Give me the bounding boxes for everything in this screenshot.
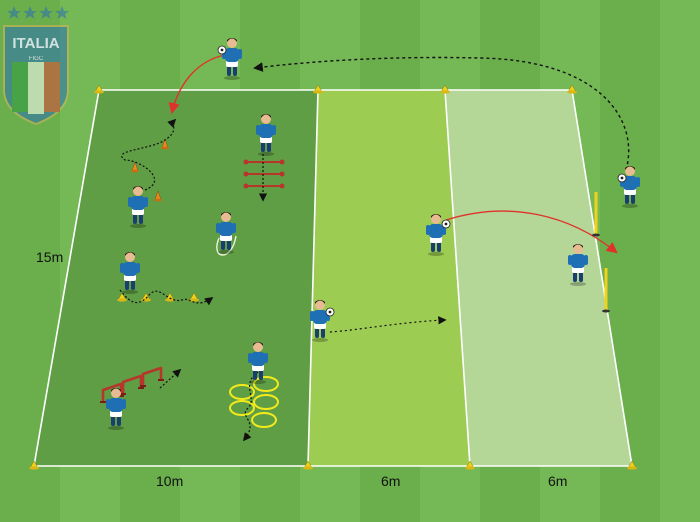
jump-rope-icon xyxy=(216,235,237,256)
pass-arrow-top xyxy=(168,54,226,115)
dimension-zone-b-label: 6m xyxy=(381,473,401,489)
poles xyxy=(592,192,610,313)
ball-icon xyxy=(617,173,627,183)
dimension-height-label: 15m xyxy=(36,249,64,265)
slalom-station xyxy=(121,118,177,202)
agility-ring-icon xyxy=(229,400,255,416)
agility-ring-icon xyxy=(251,412,277,428)
cone-dribble-station xyxy=(116,289,214,306)
dimension-zone-c-label: 6m xyxy=(548,473,568,489)
italia-crest-icon: ITALIA FIGC xyxy=(3,6,69,126)
agility-ring-station xyxy=(229,371,279,442)
dribble-arrow-middle xyxy=(329,316,447,333)
zone-c xyxy=(445,90,632,466)
agility-ring-icon xyxy=(253,394,279,410)
dimension-zone-a-label: 10m xyxy=(156,473,184,489)
ball-icon xyxy=(217,45,227,55)
ball-icon xyxy=(441,219,451,229)
marker-station xyxy=(243,150,285,202)
hurdle-station xyxy=(98,366,182,404)
crest-text: ITALIA xyxy=(12,35,59,52)
ball-icon xyxy=(325,307,335,317)
run-arrow-top xyxy=(253,56,630,171)
crest-subtext: FIGC xyxy=(29,56,44,62)
agility-ring-icon xyxy=(253,376,279,392)
pass-arrow-right xyxy=(445,210,618,254)
agility-ring-icon xyxy=(229,384,255,400)
zone-b xyxy=(308,90,470,466)
